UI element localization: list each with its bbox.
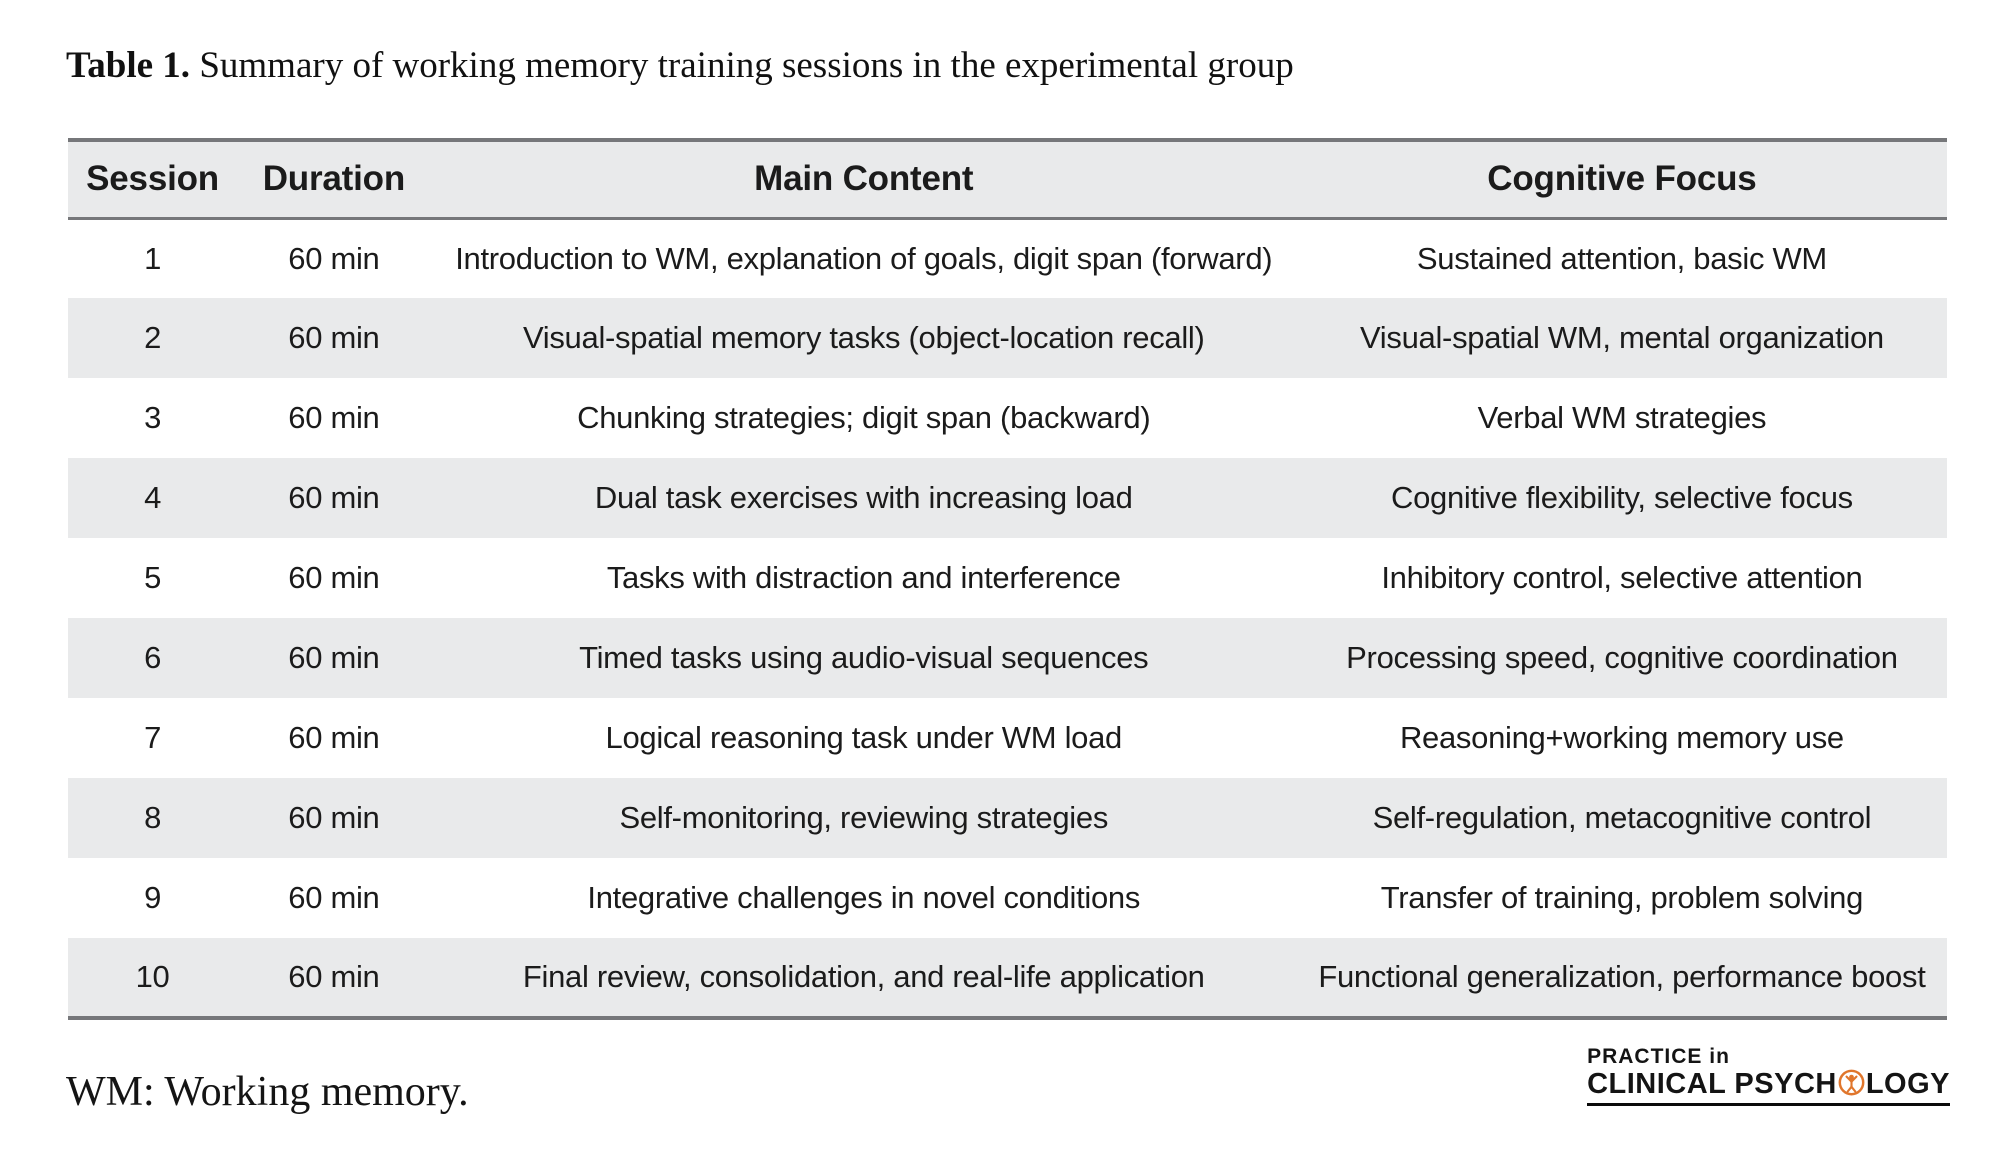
table-header: Session Duration Main Content Cognitive … bbox=[68, 138, 1947, 220]
column-header-main-content: Main Content bbox=[430, 138, 1297, 220]
table-row: 9 60 min Integrative challenges in novel c… bbox=[68, 858, 1947, 938]
cell-duration: 60 min bbox=[288, 800, 380, 835]
table-row: 8 60 min Self-monitoring, reviewing strate… bbox=[68, 778, 1947, 858]
table-row: 2 60 min Visual-spatial memory tasks (obje… bbox=[68, 298, 1947, 378]
journal-logo-line2: CLINICAL PSYCH LOGY bbox=[1587, 1068, 1950, 1106]
cell-cognitive-focus: Transfer of training, problem solving bbox=[1380, 880, 1864, 915]
table-body: 1 60 min Introduction to WM, explanation o… bbox=[68, 218, 1947, 1020]
cell-session: 5 bbox=[144, 560, 162, 595]
cell-duration: 60 min bbox=[237, 938, 431, 1020]
cell-duration: 60 min bbox=[288, 640, 380, 675]
cell-session: 7 bbox=[144, 720, 162, 755]
cell-cognitive-focus: Sustained attention, basic WM bbox=[1416, 240, 1827, 276]
table-row: 7 60 min Logical reasoning task under WM l… bbox=[68, 698, 1947, 778]
cell-duration: 60 min bbox=[288, 720, 380, 755]
cell-main-content: Dual task exercises with increasing load bbox=[594, 480, 1133, 515]
journal-logo-line2-right: LOGY bbox=[1865, 1068, 1950, 1100]
cell-main-content: Introduction to WM, explanation of goals… bbox=[455, 240, 1273, 276]
table-row: 5 60 min Tasks with distraction and interf… bbox=[68, 538, 1947, 618]
cell-main-content: Integrative challenges in novel conditio… bbox=[587, 880, 1141, 915]
cell-cognitive-focus: Visual-spatial WM, mental organization bbox=[1359, 320, 1884, 355]
journal-logo-line1: PRACTICE in bbox=[1587, 1045, 1730, 1068]
cell-main-content: Visual-spatial memory tasks (object-loca… bbox=[522, 320, 1205, 355]
table-row: 3 60 min Chunking strategies; digit span (… bbox=[68, 378, 1947, 458]
table-header-row: Session Duration Main Content Cognitive … bbox=[68, 138, 1947, 220]
cell-session: 4 bbox=[144, 480, 162, 515]
cell-main-content: Self-monitoring, reviewing strategies bbox=[619, 800, 1109, 835]
training-sessions-table: Session Duration Main Content Cognitive … bbox=[68, 138, 1947, 1020]
column-header-session: Session bbox=[68, 138, 238, 220]
cell-session: 8 bbox=[144, 800, 162, 835]
cell-duration: 60 min bbox=[288, 400, 380, 435]
table-row: 1 60 min Introduction to WM, explanation o… bbox=[68, 218, 1947, 298]
cell-cognitive-focus: Inhibitory control, selective attention bbox=[1381, 560, 1863, 595]
column-header-duration: Duration bbox=[237, 138, 431, 220]
column-header-cognitive-focus: Cognitive Focus bbox=[1296, 138, 1947, 220]
cell-cognitive-focus: Reasoning+working memory use bbox=[1399, 720, 1844, 755]
cell-cognitive-focus: Processing speed, cognitive coordination bbox=[1346, 640, 1898, 675]
cell-cognitive-focus: Self-regulation, metacognitive control bbox=[1372, 800, 1872, 835]
cell-cognitive-focus: Verbal WM strategies bbox=[1477, 400, 1767, 435]
journal-logo-line2-left: CLINICAL PSYCH bbox=[1587, 1068, 1837, 1100]
cell-main-content: Final review, consolidation, and real-li… bbox=[430, 938, 1297, 1020]
cell-session: 6 bbox=[144, 640, 162, 675]
cell-session: 10 bbox=[68, 938, 238, 1020]
cell-cognitive-focus: Functional generalization, performance b… bbox=[1296, 938, 1947, 1020]
cell-main-content: Tasks with distraction and interference bbox=[606, 560, 1121, 595]
table-row: 4 60 min Dual task exercises with increasi… bbox=[68, 458, 1947, 538]
cell-main-content: Chunking strategies; digit span (backwar… bbox=[577, 400, 1151, 435]
person-in-circle-icon bbox=[1838, 1069, 1865, 1096]
table-caption-text: Summary of working memory training sessi… bbox=[190, 45, 1294, 86]
cell-duration: 60 min bbox=[288, 480, 380, 515]
cell-main-content: Timed tasks using audio-visual sequences bbox=[579, 640, 1149, 675]
table-row: 6 60 min Timed tasks using audio-visual se… bbox=[68, 618, 1947, 698]
table-caption: Table 1. Summary of working memory train… bbox=[66, 44, 1294, 87]
table-footnote: WM: Working memory. bbox=[66, 1069, 469, 1115]
cell-session: 1 bbox=[144, 240, 162, 276]
cell-main-content: Logical reasoning task under WM load bbox=[605, 720, 1123, 755]
cell-duration: 60 min bbox=[288, 880, 380, 915]
cell-duration: 60 min bbox=[288, 320, 380, 355]
table-caption-label: Table 1. bbox=[66, 45, 191, 86]
cell-duration: 60 min bbox=[288, 560, 380, 595]
cell-session: 3 bbox=[144, 400, 162, 435]
journal-logo: PRACTICE in CLINICAL PSYCH LOGY bbox=[1587, 1046, 1950, 1106]
cell-duration: 60 min bbox=[288, 240, 380, 276]
cell-cognitive-focus: Cognitive flexibility, selective focus bbox=[1391, 480, 1853, 515]
cell-session: 2 bbox=[144, 320, 162, 355]
cell-session: 9 bbox=[144, 880, 162, 915]
